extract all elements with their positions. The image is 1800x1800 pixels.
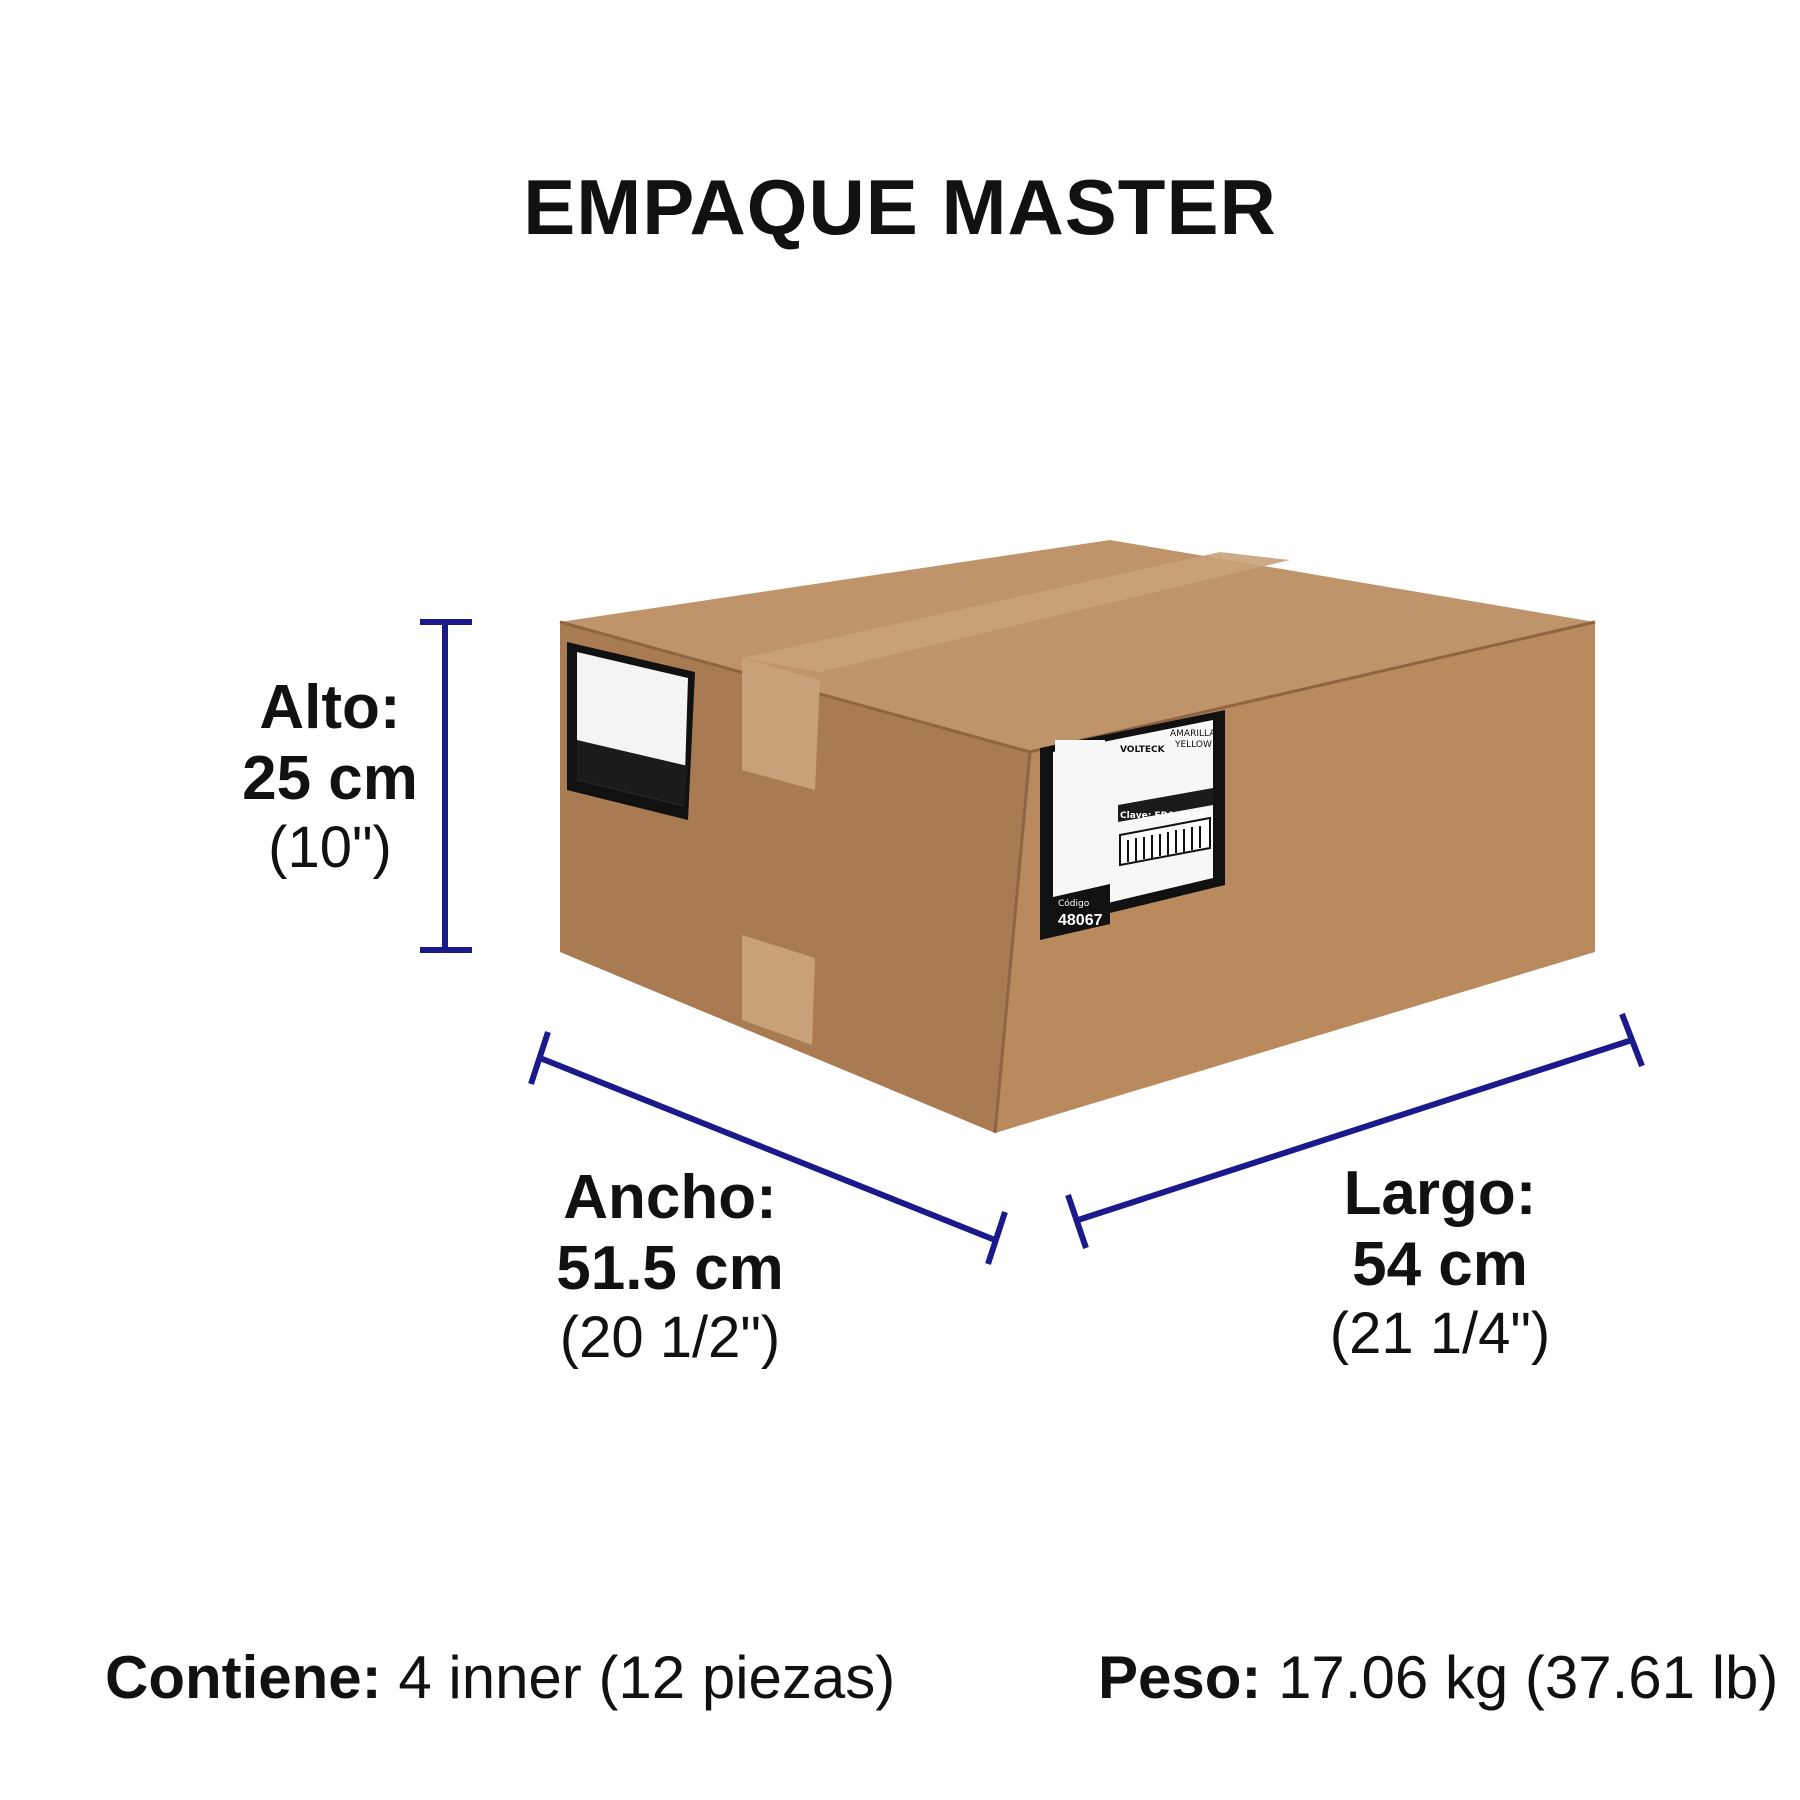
contiene-value: 4 inner (12 piezas) [398, 1644, 896, 1711]
page-title: EMPAQUE MASTER [523, 163, 1277, 251]
ancho-dimension: Ancho: 51.5 cm (20 1/2") [520, 1162, 820, 1371]
alto-metric: 25 cm [242, 744, 418, 814]
peso-label: Peso: [1098, 1644, 1262, 1711]
peso-info: Peso: 17.06 kg (37.61 lb) [1098, 1648, 1778, 1708]
tape-side-lower [742, 935, 815, 1045]
alto-imperial: (10") [268, 814, 392, 880]
largo-dimension: Largo: 54 cm (21 1/4") [1300, 1158, 1580, 1367]
ancho-dimension-line [528, 1031, 1008, 1265]
alto-dimension: Alto: 25 cm (10") [220, 672, 440, 881]
peso-value: 17.06 kg (37.61 lb) [1278, 1644, 1779, 1711]
ancho-imperial: (20 1/2") [559, 1304, 781, 1370]
alto-dimension-line [420, 619, 472, 953]
largo-dimension-line [1065, 1012, 1645, 1249]
box-top [560, 540, 1595, 752]
box-label-right [1040, 710, 1225, 940]
largo-label: Largo: [1343, 1159, 1537, 1228]
box-label-left [567, 642, 695, 820]
largo-imperial: (21 1/4") [1329, 1300, 1551, 1366]
label-brand: VOLTECK [1120, 745, 1166, 755]
label-clave: Clave: ERA-BX14 [1120, 811, 1205, 821]
contiene-label: Contiene: [105, 1644, 382, 1711]
ancho-label: Ancho: [563, 1163, 777, 1232]
largo-metric: 54 cm [1352, 1230, 1528, 1300]
label-codigo: 48067 [1058, 912, 1103, 929]
alto-label: Alto: [259, 673, 401, 742]
tape-top [742, 552, 1290, 672]
ancho-metric: 51.5 cm [556, 1234, 784, 1304]
label-color-en: YELLOW [1174, 740, 1212, 750]
label-color-es: AMARILLA [1170, 729, 1216, 739]
contiene-info: Contiene: 4 inner (12 piezas) [105, 1648, 895, 1708]
label-codigo-label: Código [1058, 898, 1090, 909]
tape-side-upper [742, 658, 820, 790]
